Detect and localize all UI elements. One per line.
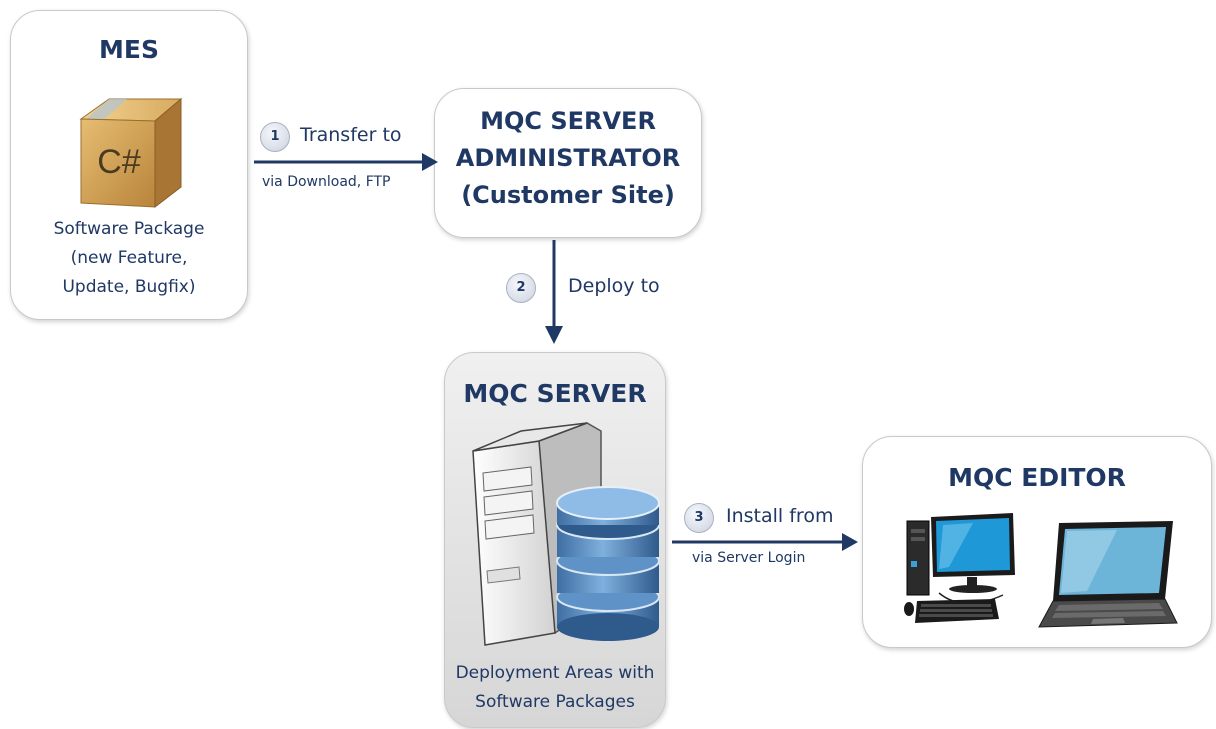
mes-caption-line: Software Package xyxy=(53,219,205,239)
mes-box: MES C# Software Package (new Feature, Up… xyxy=(10,10,248,320)
admin-title-line: (Customer Site) xyxy=(461,181,675,209)
mes-caption-line: (new Feature, xyxy=(70,248,188,268)
laptop-icon xyxy=(1038,521,1178,628)
admin-title: MQC SERVER ADMINISTRATOR (Customer Site) xyxy=(435,103,701,214)
server-box: MQC SERVER xyxy=(444,352,666,728)
step-3-badge: 3 xyxy=(684,503,714,533)
mes-title: MES xyxy=(99,35,159,64)
admin-title-line: ADMINISTRATOR xyxy=(455,144,681,172)
mes-caption-line: Update, Bugfix) xyxy=(62,277,196,297)
software-package-box-icon: C# xyxy=(79,97,183,209)
step-3-sublabel: via Server Login xyxy=(692,550,806,566)
server-caption-line: Deployment Areas with xyxy=(455,663,655,683)
step-3-label: Install from xyxy=(726,505,834,527)
step-1-label: Transfer to xyxy=(300,124,402,146)
package-csharp-label: C# xyxy=(97,143,141,181)
step-2-badge: 2 xyxy=(506,273,536,303)
editor-box: MQC EDITOR xyxy=(862,436,1212,648)
editor-title: MQC EDITOR xyxy=(948,463,1126,492)
server-caption: Deployment Areas with Software Packages xyxy=(445,659,665,717)
step-2-label: Deploy to xyxy=(568,275,660,297)
server-title: MQC SERVER xyxy=(463,379,647,408)
admin-title-line: MQC SERVER xyxy=(480,107,656,135)
mes-caption: Software Package (new Feature, Update, B… xyxy=(11,215,247,302)
server-caption-line: Software Packages xyxy=(475,692,635,712)
server-database-icon xyxy=(472,422,660,646)
arrow-deploy xyxy=(545,240,563,344)
database-icon xyxy=(556,486,660,641)
arrow-install xyxy=(672,533,858,551)
desktop-computer-icon xyxy=(904,513,1015,623)
step-1-badge: 1 xyxy=(260,122,290,152)
admin-box: MQC SERVER ADMINISTRATOR (Customer Site) xyxy=(434,88,702,238)
arrow-transfer xyxy=(254,153,438,171)
step-1-sublabel: via Download, FTP xyxy=(262,174,391,190)
